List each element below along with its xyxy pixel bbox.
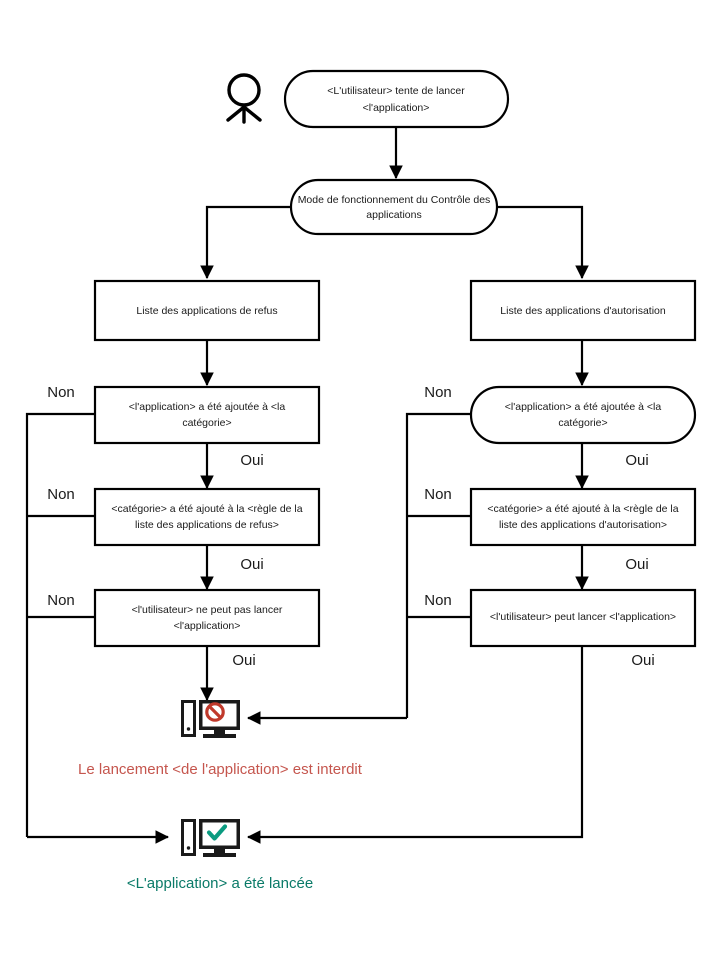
allowed-outcome-caption: <L'application> a été lancée	[127, 875, 313, 892]
node-allow-list[interactable]: Liste des applications d'autorisation	[469, 279, 697, 342]
denied-outcome-caption: Le lancement <de l'application> est inte…	[78, 761, 363, 778]
node-deny-cat-added-line1: <catégorie> a été ajouté à la <règle de …	[111, 503, 302, 515]
node-allow-app-added-line2: catégorie>	[558, 417, 607, 429]
node-deny-list-line1: Liste des applications de refus	[136, 305, 277, 317]
node-start[interactable]: <L'utilisateur> tente de lancer <l'appli…	[283, 69, 510, 129]
node-start-line2: <l'application>	[363, 102, 430, 114]
node-mode-line1: Mode de fonctionnement du Contrôle des	[298, 194, 491, 206]
node-deny-app-added-line1: <l'application> a été ajoutée à <la	[129, 401, 286, 413]
node-deny-app-added-line2: catégorie>	[182, 417, 231, 429]
node-deny-list[interactable]: Liste des applications de refus	[93, 279, 321, 342]
edge-mode-to-deny-list	[200, 205, 292, 280]
edge-label-non-deny-1: Non	[47, 384, 75, 401]
node-deny-app-added-to-category[interactable]: <l'application> a été ajoutée à <la caté…	[93, 385, 321, 445]
edge-label-non-deny-2: Non	[47, 486, 75, 503]
node-deny-category-added-to-rule[interactable]: <catégorie> a été ajouté à la <règle de …	[93, 487, 321, 547]
node-allow-app-added-to-category[interactable]: <l'application> a été ajoutée à <la caté…	[469, 385, 697, 445]
node-user-can-line1: <l'utilisateur> peut lancer <l'applicati…	[490, 611, 676, 623]
node-allow-category-added-to-rule[interactable]: <catégorie> a été ajouté à la <règle de …	[469, 487, 697, 547]
edge-label-oui-deny-3: Oui	[232, 652, 255, 669]
edge-label-oui-allow-2: Oui	[625, 556, 648, 573]
node-allow-app-added-line1: <l'application> a été ajoutée à <la	[505, 401, 662, 413]
edge-deny-non-rail-1	[25, 412, 95, 837]
node-user-cannot-line1: <l'utilisateur> ne peut pas lancer	[132, 604, 283, 616]
edge-label-oui-allow-3: Oui	[631, 652, 654, 669]
edge-label-non-allow-2: Non	[424, 486, 452, 503]
edge-label-oui-deny-2: Oui	[240, 556, 263, 573]
node-allow-cat-added-line1: <catégorie> a été ajouté à la <règle de …	[487, 503, 678, 515]
edge-label-non-allow-1: Non	[424, 384, 452, 401]
edge-mode-to-allow-list	[497, 205, 589, 280]
node-deny-cat-added-line2: liste des applications de refus>	[135, 519, 279, 531]
edge-allow-non-rail-1	[405, 412, 471, 718]
node-mode-line2: applications	[366, 209, 421, 221]
node-operating-mode[interactable]: Mode de fonctionnement du Contrôle des a…	[289, 178, 499, 236]
node-user-can-launch[interactable]: <l'utilisateur> peut lancer <l'applicati…	[469, 588, 697, 648]
node-user-cannot-line2: <l'application>	[174, 620, 241, 632]
node-user-cannot-launch[interactable]: <l'utilisateur> ne peut pas lancer <l'ap…	[93, 588, 321, 648]
user-person-icon	[226, 73, 262, 124]
edge-label-oui-allow-1: Oui	[625, 452, 648, 469]
edge-label-non-allow-3: Non	[424, 592, 452, 609]
node-start-line1: <L'utilisateur> tente de lancer	[327, 85, 465, 97]
edge-label-oui-deny-1: Oui	[240, 452, 263, 469]
node-allow-list-line1: Liste des applications d'autorisation	[500, 305, 666, 317]
node-allow-cat-added-line2: liste des applications d'autorisation>	[499, 519, 667, 531]
edge-label-non-deny-3: Non	[47, 592, 75, 609]
edge-allow-user-to-allowed-icon	[246, 646, 584, 844]
computer-allowed-icon	[181, 819, 240, 857]
computer-denied-icon	[181, 700, 240, 738]
